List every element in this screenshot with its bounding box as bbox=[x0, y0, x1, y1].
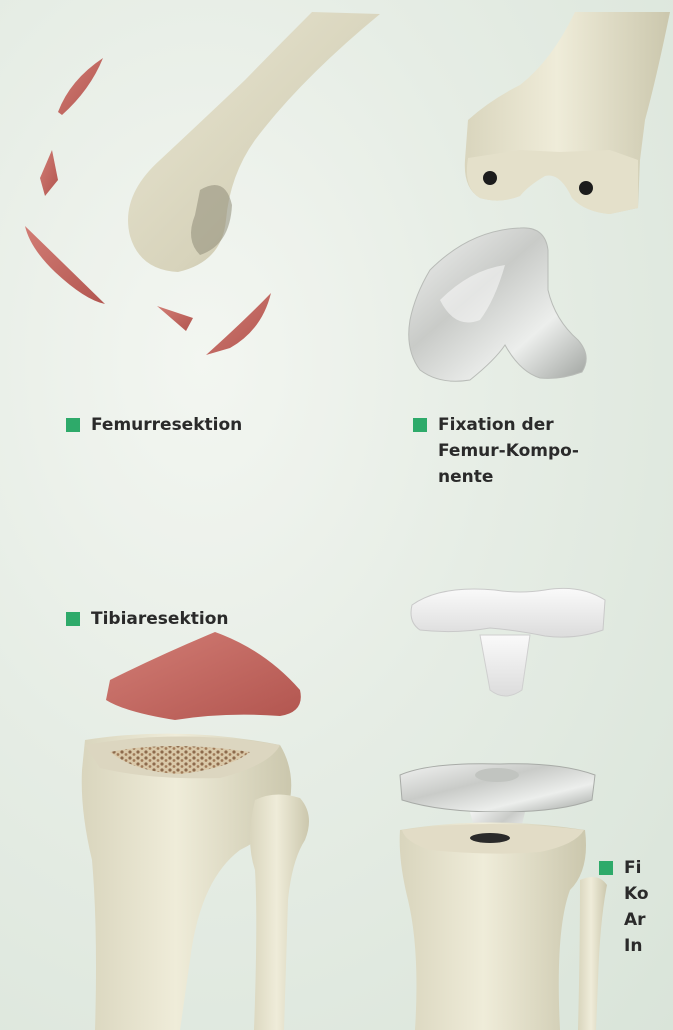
tibia-keel-hole bbox=[470, 833, 510, 843]
peg-hole-lateral bbox=[579, 181, 593, 195]
tibia-resection-figure bbox=[82, 632, 309, 1030]
femur-shaft-bone bbox=[128, 12, 380, 272]
caption-line: Ko bbox=[624, 881, 649, 907]
peg-hole-medial bbox=[483, 171, 497, 185]
caption-marker bbox=[413, 418, 427, 432]
resection-slice-anterior bbox=[58, 58, 103, 115]
caption-femur-fixation: Fixation der Femur-Kompo- nente bbox=[413, 412, 579, 490]
resection-slice-posterior bbox=[206, 293, 271, 355]
tibia-fixation-figure bbox=[400, 588, 607, 1030]
caption-line: Fi bbox=[624, 855, 649, 881]
resection-slice-chamfer-posterior bbox=[157, 306, 193, 331]
tibial-tray-stem-socket bbox=[475, 768, 519, 782]
tibia-resection-slice bbox=[106, 632, 301, 720]
fibula-bone bbox=[250, 794, 309, 1030]
caption-tibia-resection: Tibiaresektion bbox=[66, 606, 229, 632]
caption-line: Fixation der bbox=[438, 412, 579, 438]
prepared-tibia-bone bbox=[400, 823, 586, 1030]
femur-fixation-figure bbox=[409, 12, 670, 381]
caption-marker bbox=[66, 418, 80, 432]
caption-line: Ar bbox=[624, 907, 649, 933]
caption-marker bbox=[599, 861, 613, 875]
caption-line: nente bbox=[438, 464, 579, 490]
tibial-insert-polyethylene bbox=[411, 588, 605, 637]
caption-line: Femurresektion bbox=[91, 412, 242, 438]
resection-slice-distal bbox=[25, 226, 105, 304]
caption-line: Femur-Kompo- bbox=[438, 438, 579, 464]
femoral-component-implant bbox=[409, 228, 586, 381]
caption-marker bbox=[66, 612, 80, 626]
femur-resection-figure bbox=[25, 12, 380, 355]
caption-line: Tibiaresektion bbox=[91, 606, 229, 632]
tibial-insert-stem bbox=[480, 635, 530, 696]
resection-slice-chamfer-anterior bbox=[40, 150, 58, 196]
caption-femur-resection: Femurresektion bbox=[66, 412, 242, 438]
caption-line: In bbox=[624, 933, 649, 959]
caption-tibia-fixation: Fi Ko Ar In bbox=[599, 855, 673, 959]
